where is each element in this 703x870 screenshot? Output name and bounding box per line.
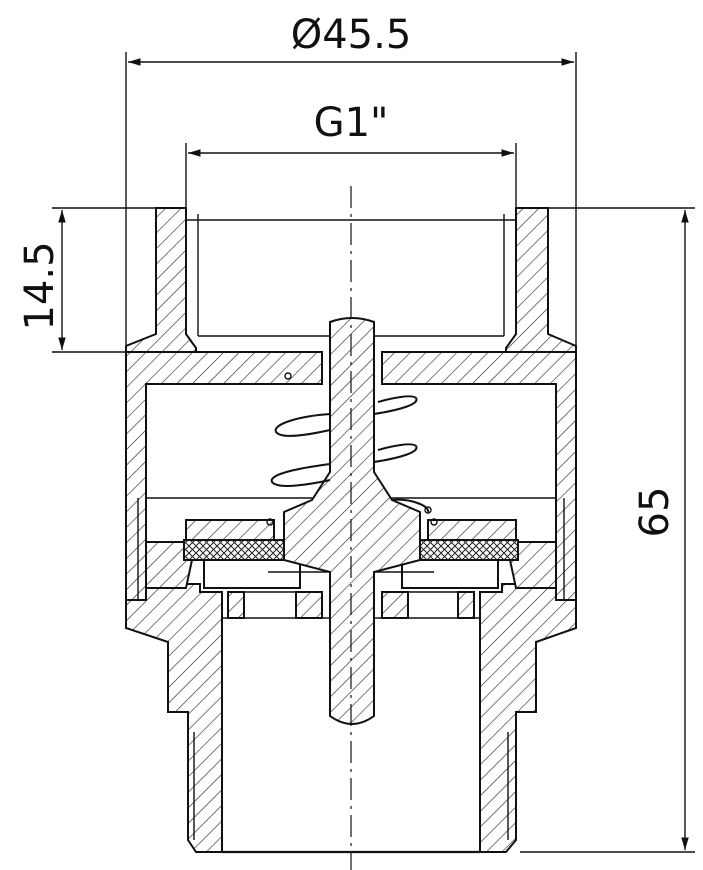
retainer-plate [203,559,301,589]
body-lower-left [125,583,223,853]
dimension-overall-height: 65 [520,207,695,853]
retainer-plate-right [401,559,499,589]
valve-stem [283,317,421,725]
dimension-thread-depth: 14.5 [17,207,155,353]
valve-body [125,207,577,854]
body-top-right-wall [505,207,577,353]
seal-gasket-right [413,539,519,561]
lower-guide-left-2 [295,591,323,619]
seat-ring-right [508,541,557,589]
thread-label: G1" [314,100,389,146]
lower-guide-right [381,591,409,619]
seal-gasket-left [183,539,289,561]
disc-holder-right [427,519,517,541]
body-lower-right [479,583,577,853]
lower-guide-right-2 [457,591,475,619]
dimension-outer-diameter: Ø45.5 [125,12,577,350]
dimension-thread: G1" [185,100,517,208]
overall-height-label: 65 [632,487,678,538]
seat-ring-left [145,541,194,589]
disc-holder-left [185,519,275,541]
valve-disc-assembly [145,519,557,589]
body-top-left-wall [125,207,197,353]
outer-diameter-label: Ø45.5 [291,12,412,58]
stem-body [283,317,421,725]
valve-spring [266,372,438,526]
thread-depth-label: 14.5 [17,241,63,330]
lower-guide-left [227,591,245,619]
